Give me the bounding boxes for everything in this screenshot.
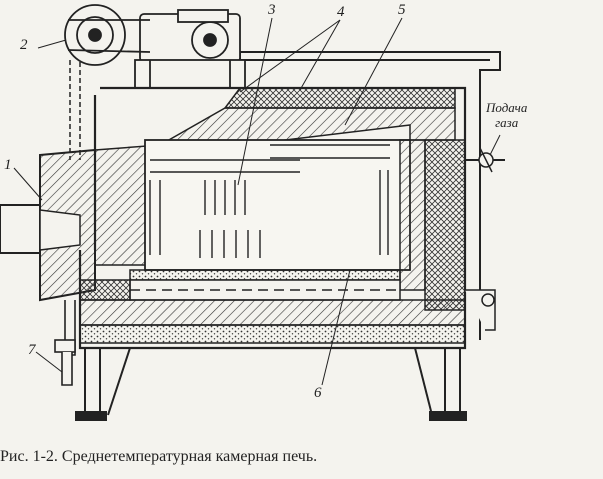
support-legs — [75, 347, 467, 421]
callout-7: 7 — [28, 342, 36, 358]
gas-supply-label: Подача газа — [486, 100, 527, 130]
heating-elements — [149, 144, 390, 258]
hearth — [129, 269, 401, 301]
roof-insulation — [223, 87, 456, 109]
drive-mechanism — [64, 4, 246, 89]
callout-5: 5 — [398, 2, 406, 18]
callout-4: 4 — [337, 4, 345, 20]
gas-supply-line2: газа — [495, 115, 519, 130]
front-door — [0, 148, 96, 302]
figure-caption: Рис. 1-2. Среднетемпературная камерная п… — [0, 448, 318, 465]
gas-valve — [465, 147, 505, 331]
callout-leaders — [13, 17, 501, 386]
rear-wall — [399, 139, 466, 311]
callout-6: 6 — [314, 385, 322, 401]
callout-1: 1 — [4, 157, 12, 173]
gearbox — [134, 59, 246, 89]
bottom-lining — [79, 279, 466, 344]
callout-2: 2 — [20, 37, 28, 53]
drain-fitting — [54, 300, 76, 386]
working-chamber — [144, 139, 411, 271]
gas-supply-line1: Подача — [486, 100, 528, 115]
lift-chain — [69, 60, 81, 160]
callout-3: 3 — [268, 2, 276, 18]
